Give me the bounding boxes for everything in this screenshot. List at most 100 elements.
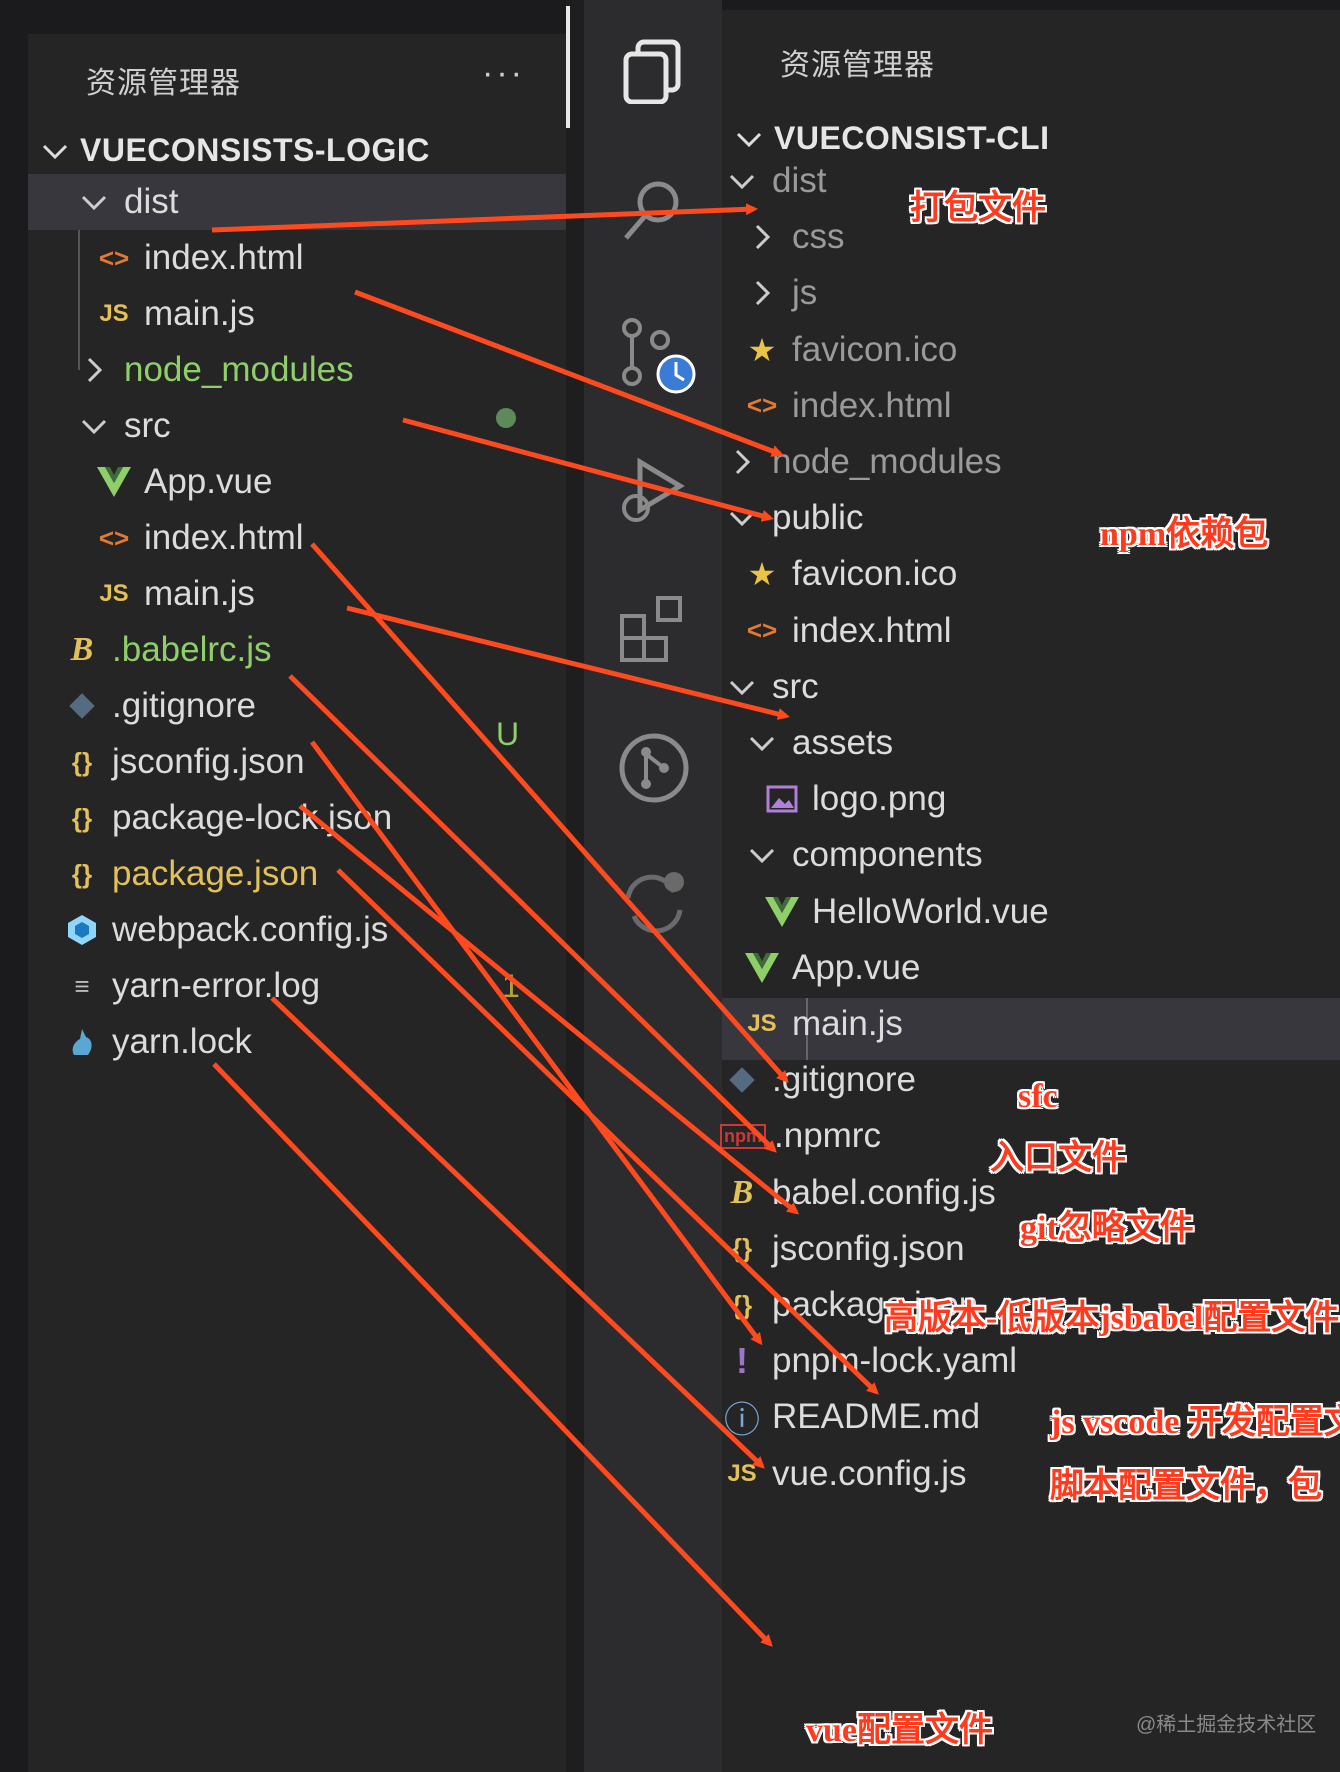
info-icon: ⓘ [723,1399,760,1441]
javascript-file-icon: JS [747,1010,777,1037]
explorer-title-right: 资源管理器 [780,49,935,82]
right-tree-item[interactable]: <>index.html [740,603,952,659]
active-indicator [566,6,570,128]
tree-item-label: .babelrc.js [112,630,272,669]
right-tree-item[interactable]: src [720,659,819,715]
right-tree-item[interactable]: npm.npmrc [720,1108,881,1164]
left-tree-item[interactable]: webpack.config.js [60,902,388,958]
tree-item-label: vue.config.js [772,1453,967,1493]
tree-item-label: favicon.ico [792,329,958,369]
log-file-icon: ≡ [74,970,90,1001]
left-tree-item[interactable]: B.babelrc.js [60,622,272,678]
explorer-title: 资源管理器 [86,67,241,100]
tree-item-label: package.json [112,854,319,893]
chevron-right-icon [740,222,784,252]
tree-item-label: assets [792,723,894,762]
left-tree-item[interactable]: <> index.html [92,230,304,286]
right-tree-item[interactable]: ★favicon.ico [740,546,958,602]
chevron-down-icon [42,144,68,159]
tree-item-label: favicon.ico [792,554,958,594]
right-tree-item[interactable]: App.vue [740,940,920,996]
tree-item-label: webpack.config.js [112,910,389,949]
right-tree-item[interactable]: logo.png [760,771,946,827]
html-file-icon: <> [746,615,778,646]
git-graph-icon[interactable] [618,732,690,804]
tree-item-label: App.vue [144,462,273,501]
image-file-icon [760,785,804,813]
chevron-down-icon [72,187,116,217]
git-icon [720,1066,764,1094]
javascript-file-icon: JS [99,300,129,327]
left-tree-item[interactable]: {}package.json [60,846,318,902]
left-tree-item[interactable]: dist [72,174,178,230]
right-tree-item[interactable]: node_modules [720,434,1002,490]
right-tree-item[interactable]: css [740,209,845,265]
more-actions-icon[interactable]: ··· [482,54,525,92]
extensions-icon[interactable] [618,594,690,666]
yarn-icon [60,1027,104,1057]
section-header-right[interactable]: VUECONSIST-CLI [734,120,1049,157]
right-tree-item[interactable]: HelloWorld.vue [760,884,1049,940]
annotation-sfc: sfc [1018,1078,1058,1115]
source-control-icon[interactable] [620,318,696,394]
tree-item-label: package-lock.json [112,798,393,837]
workspace-name: VUECONSISTS-LOGIC [80,132,430,168]
search-icon[interactable] [620,178,686,244]
json-file-icon: {} [71,802,93,833]
javascript-file-icon: JS [99,580,129,607]
vue-file-icon [92,467,136,497]
right-tree-item[interactable]: dist [720,153,826,209]
left-tree-item[interactable]: node_modules [72,342,354,398]
left-tree-item[interactable]: {} package-lock.json [60,790,392,846]
left-tree-item[interactable]: App.vue [92,454,272,510]
tree-item-label: jsconfig.json [772,1228,965,1268]
right-tree-item[interactable]: js [740,265,817,321]
json-file-icon: {} [71,746,93,777]
right-tree-item[interactable]: assets [740,715,893,771]
annotation-gitignore: git忽略文件 [1020,1210,1194,1247]
left-tree-item[interactable]: JS main.js [92,566,255,622]
right-tree-item[interactable]: <>index.html [740,378,952,434]
annotation-babel: 高版本-低版本jsbabel配置文件 [884,1300,1340,1337]
files-icon[interactable] [620,38,686,104]
tree-item-label: css [792,217,845,257]
chevron-down-icon [720,166,764,196]
left-tree-item[interactable]: src [72,398,171,454]
section-header-left[interactable]: VUECONSISTS-LOGIC [40,132,430,169]
right-tree-item[interactable]: !pnpm-lock.yaml [720,1333,1017,1389]
tree-item-label: babel.config.js [772,1172,996,1212]
html-file-icon: <> [98,242,130,273]
tree-item-label: .gitignore [112,686,256,725]
tree-item-label: App.vue [792,947,921,987]
left-tree-item[interactable]: <>index.html [92,510,304,566]
right-tree-item[interactable]: components [740,827,983,883]
npm-icon: npm [720,1123,766,1149]
tree-item-label: main.js [144,574,255,613]
run-debug-icon[interactable] [620,458,690,528]
right-tree-item[interactable]: public [720,490,863,546]
left-tree-item[interactable]: .gitignore [60,678,256,734]
left-tree-item[interactable]: ≡yarn-error.log [60,958,320,1014]
right-tree-item[interactable]: ★ favicon.ico [740,322,958,378]
tree-item-label: index.html [144,518,304,557]
remote-sync-icon[interactable] [618,868,690,940]
left-tree-item[interactable]: yarn.lock [60,1014,252,1070]
tree-item-label: jsconfig.json [112,742,305,781]
tree-item-label: .gitignore [772,1060,916,1100]
tree-item-label: index.html [792,385,952,425]
annotation-package: 脚本配置文件，包 [1050,1468,1322,1505]
annotation-dist: 打包文件 [910,190,1046,227]
chevron-down-icon [720,503,764,533]
star-icon: ★ [747,331,777,368]
tree-item-label: index.html [144,238,304,277]
tree-item-label: components [792,835,983,875]
json-file-icon: {} [731,1289,753,1320]
right-tree-item[interactable]: .gitignore [720,1052,916,1108]
left-tree-item[interactable]: {} jsconfig.json [60,734,305,790]
right-tree-item[interactable]: {}jsconfig.json [720,1221,965,1277]
